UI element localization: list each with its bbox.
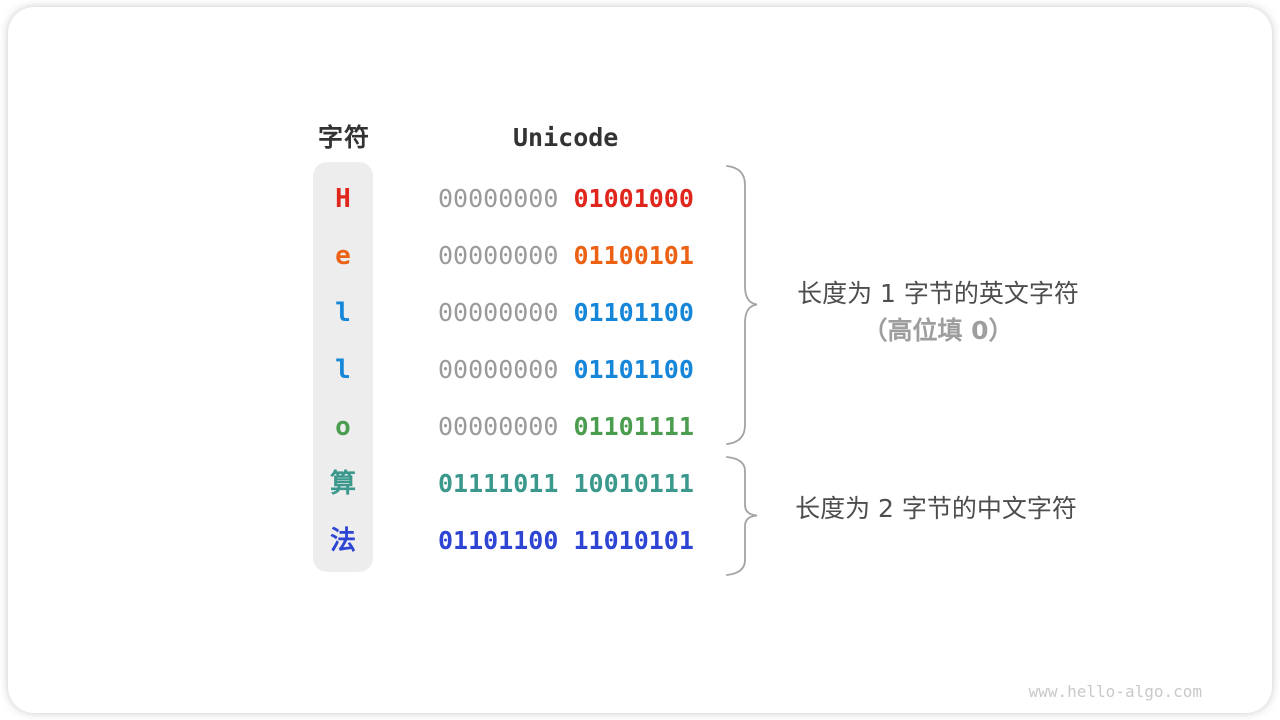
unicode-byte-high: 01111011 [438,468,559,498]
unicode-binary: 01111011 10010111 [438,468,694,500]
annotation-english-line1: 长度为 1 字节的英文字符 [797,279,1079,308]
unicode-byte-low: 01101111 [573,411,694,441]
brace-english-group [726,165,758,445]
unicode-binary: 00000000 01001000 [438,183,694,215]
column-header-char: 字符 [318,123,371,152]
annotation-english: 长度为 1 字节的英文字符 （高位填 0） [766,275,1110,349]
character-cell: 算 [329,468,356,499]
unicode-binary: 00000000 01101100 [438,297,694,329]
table-row: 算 01111011 10010111 [8,468,1272,500]
table-row: 法 01101100 11010101 [8,525,1272,557]
annotation-chinese-line1: 长度为 2 字节的中文字符 [795,494,1077,523]
annotation-chinese: 长度为 2 字节的中文字符 [764,490,1108,527]
unicode-byte-high: 01101100 [438,525,559,555]
unicode-byte-low: 01101100 [573,298,694,327]
unicode-byte-low: 01001000 [573,184,694,213]
diagram-card: 字符 Unicode H 00000000 01001000 e 00000000 0… [8,7,1272,713]
table-row: e 00000000 01100101 [8,240,1272,272]
unicode-byte-low: 10010111 [573,468,694,498]
table-row: l 00000000 01101100 [8,354,1272,386]
unicode-byte-low: 11010101 [573,525,694,555]
unicode-byte-low: 01100101 [573,241,694,270]
char-column-background [313,162,373,572]
unicode-byte-high: 00000000 [438,355,559,384]
unicode-binary: 00000000 01101111 [438,411,694,443]
character-cell: l [335,355,351,385]
unicode-byte-high: 00000000 [438,411,559,441]
unicode-byte-high: 00000000 [438,241,559,270]
brace-chinese-group [726,456,758,576]
watermark: www.hello-algo.com [1028,682,1202,701]
character-cell: l [335,298,351,328]
unicode-byte-high: 00000000 [438,298,559,327]
unicode-binary: 00000000 01100101 [438,240,694,272]
unicode-byte-low: 01101100 [573,355,694,384]
character-cell: 法 [329,525,356,556]
annotation-english-line2: （高位填 0） [862,316,1014,345]
column-header-unicode: Unicode [513,123,619,152]
table-row: H 00000000 01001000 [8,183,1272,215]
table-row: o 00000000 01101111 [8,411,1272,443]
unicode-binary: 01101100 11010101 [438,525,694,557]
character-cell: o [335,411,351,442]
character-cell: H [335,184,351,214]
unicode-byte-high: 00000000 [438,184,559,213]
character-cell: e [335,241,351,271]
unicode-binary: 00000000 01101100 [438,354,694,386]
table-row: l 00000000 01101100 [8,297,1272,329]
